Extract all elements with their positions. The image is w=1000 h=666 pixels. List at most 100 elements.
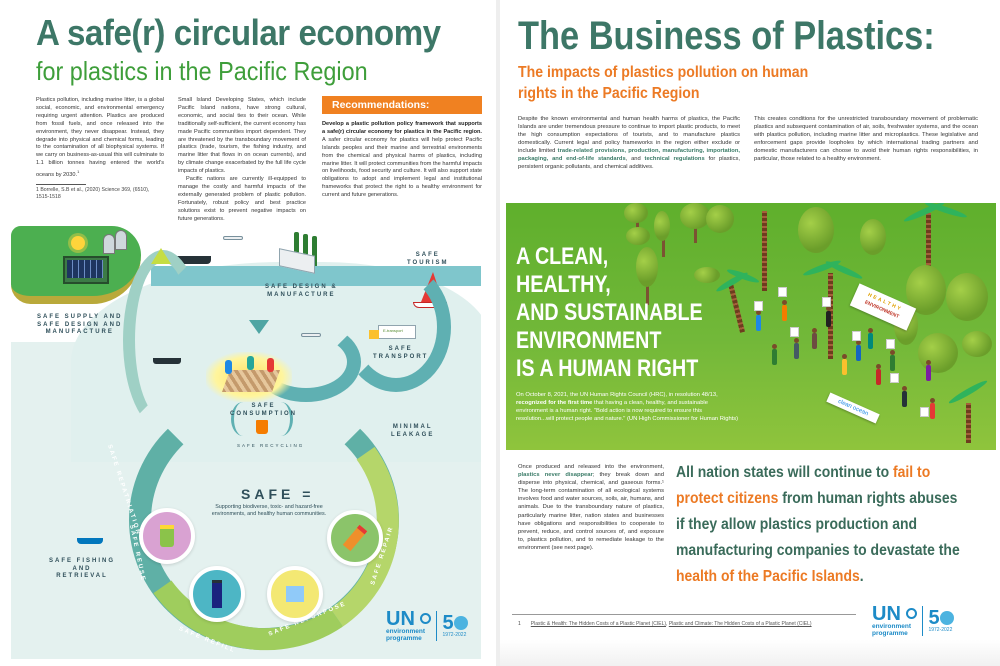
- person-icon: [267, 358, 274, 372]
- bottle-icon: [312, 236, 317, 266]
- coffee-cup-icon: [160, 525, 174, 547]
- palm-trunk: [966, 403, 971, 443]
- context-paragraph-1: Small Island Developing States, which in…: [178, 97, 306, 175]
- fifty-text: 5: [928, 607, 940, 629]
- logo-programme: programme: [872, 630, 908, 637]
- solar-panel-icon: [67, 260, 103, 278]
- footnote-divider: [36, 184, 86, 185]
- label-safe-transport: SAFE TRANSPORT: [373, 346, 429, 360]
- subtitle-line-1: The impacts of plastics pollution on hum…: [518, 64, 809, 81]
- body-text: for plastics, persistent organic polluta…: [518, 156, 740, 170]
- recycling-bin-icon: [256, 420, 268, 434]
- tree-trunk: [662, 233, 665, 257]
- tree-icon: [860, 219, 886, 255]
- protest-sign-icon: [920, 407, 929, 417]
- logo-environment: environment: [386, 628, 426, 635]
- recycling-arrow-left: [231, 402, 255, 436]
- body-text: , and: [625, 156, 645, 162]
- bottle-icon: [303, 234, 308, 264]
- person-icon: [225, 360, 232, 374]
- quote-text: from human rights abuses if they allow p…: [676, 490, 960, 559]
- tree-icon: [706, 205, 734, 233]
- label-safe-design: SAFE DESIGN & MANUFACTURE: [265, 284, 338, 298]
- right-page: The Business of Plastics: The impacts of…: [500, 0, 1000, 666]
- footnote-link-health[interactable]: Plastic & Health: The Hidden Costs of a …: [530, 621, 667, 627]
- body-text: Once produced and released into the envi…: [518, 464, 664, 470]
- left-page: A safe(r) circular economy for plastics …: [0, 0, 496, 666]
- globe-icon: [453, 616, 468, 630]
- palm-trunk: [762, 211, 767, 291]
- tree-icon: [918, 333, 958, 373]
- recommendation-lead: Develop a plastic pollution policy frame…: [322, 121, 482, 135]
- protester-figure: [826, 306, 831, 327]
- protester-figure: [890, 350, 895, 371]
- quote-highlight: fail to protect citizens: [676, 464, 931, 507]
- quote-highlight: health of the Pacific Islands: [676, 568, 860, 585]
- tree-trunk: [646, 273, 649, 305]
- subtitle-line-2: rights in the Pacific Region: [518, 85, 700, 102]
- context-column: Small Island Developing States, which in…: [178, 97, 306, 224]
- person-icon: [247, 356, 254, 370]
- headline-line: HEALTHY,: [516, 271, 611, 298]
- frameworks-column: Despite the known environmental and huma…: [518, 115, 740, 171]
- circular-economy-infographic: E-transport SAFE SUPPLY AND SAFE DESIGN …: [11, 222, 481, 659]
- page-subtitle: The impacts of plastics pollution on hum…: [518, 62, 808, 104]
- cargo-ship-icon: [169, 256, 211, 264]
- page-subtitle: for plastics in the Pacific Region: [36, 56, 368, 86]
- intro-text: Plastics pollution, including marine lit…: [36, 97, 164, 179]
- pull-quote: All nation states will continue to fail …: [676, 460, 964, 590]
- sun-icon: [71, 236, 85, 250]
- banner-description: On October 8, 2021, the UN Human Rights …: [516, 392, 741, 424]
- label-safe-recycling: SAFE RECYCLING: [237, 443, 305, 448]
- obligations-column: Once produced and released into the envi…: [518, 463, 664, 552]
- palm-leaf-icon: [947, 378, 989, 406]
- body-text: On October 8, 2021, the UN Human Rights …: [516, 392, 718, 398]
- flow-arrowhead-icon: [151, 248, 171, 264]
- palm-trunk: [728, 283, 745, 333]
- airplane-icon: [301, 333, 321, 337]
- protester-figure: [876, 364, 881, 385]
- headline-line: IS A HUMAN RIGHT: [516, 355, 699, 382]
- reuse-bubble: [139, 508, 195, 564]
- safe-description: Supporting biodiverse, toxic- and hazard…: [211, 504, 327, 518]
- unep-logo: UN environment programme 5 1972-2022: [872, 603, 954, 637]
- protester-figure: [868, 328, 873, 349]
- logo-programme: programme: [386, 635, 422, 642]
- body-text: that having a clean, healthy, and sustai…: [516, 399, 739, 422]
- label-safe-tourism: SAFE TOURISM: [407, 252, 449, 266]
- protester-figure: [842, 354, 847, 375]
- bush-icon: [694, 267, 720, 283]
- body-text: ; they break down and disperse into phys…: [518, 472, 664, 551]
- protester-figure: [926, 360, 931, 381]
- footnote-link-climate[interactable]: Plastic and Climate: The Hidden Costs of…: [668, 621, 812, 627]
- footnote: 1 Borrelle, S.B et al., (2020) Science 3…: [36, 187, 150, 200]
- protest-sign-icon: [754, 301, 763, 311]
- quote-text: All nation states will continue to: [676, 464, 894, 481]
- page-title: A safe(r) circular economy: [36, 12, 441, 53]
- protester-figure: [756, 310, 761, 331]
- protest-sign-icon: [852, 331, 861, 341]
- context-paragraph-2: Pacific nations are currently ill-equipp…: [178, 176, 306, 222]
- footnote-separator: ,: [666, 621, 669, 627]
- un-emblem-icon: [906, 608, 918, 619]
- recommendations-heading: Recommendations:: [322, 96, 482, 114]
- protest-sign-icon: [886, 339, 895, 349]
- recycling-arrow-right: [269, 402, 293, 436]
- logo-environment: environment: [872, 623, 912, 630]
- protest-sign-icon: [778, 287, 787, 297]
- recommendations-body: Develop a plastic pollution policy frame…: [322, 121, 482, 200]
- highlight-text: plastics never disappear: [518, 472, 593, 479]
- label-safe-consumption: SAFE CONSUMPTION: [230, 403, 297, 417]
- bottle-icon: [294, 232, 299, 262]
- quote-text: .: [859, 568, 864, 585]
- flow-arrow-left-loop: [123, 250, 203, 430]
- protest-sign-icon: [822, 297, 831, 307]
- clean-ocean-sign: clean ocean: [826, 392, 880, 424]
- protest-sign-icon: [890, 373, 899, 383]
- label-safe-fishing: SAFE FISHING AND RETRIEVAL: [49, 558, 116, 580]
- refill-bubble: [189, 566, 245, 622]
- un-text: UN: [872, 603, 901, 625]
- tree-icon: [654, 211, 670, 241]
- flow-arrowhead-icon: [249, 320, 269, 334]
- headline-line: AND SUSTAINABLE: [516, 299, 703, 326]
